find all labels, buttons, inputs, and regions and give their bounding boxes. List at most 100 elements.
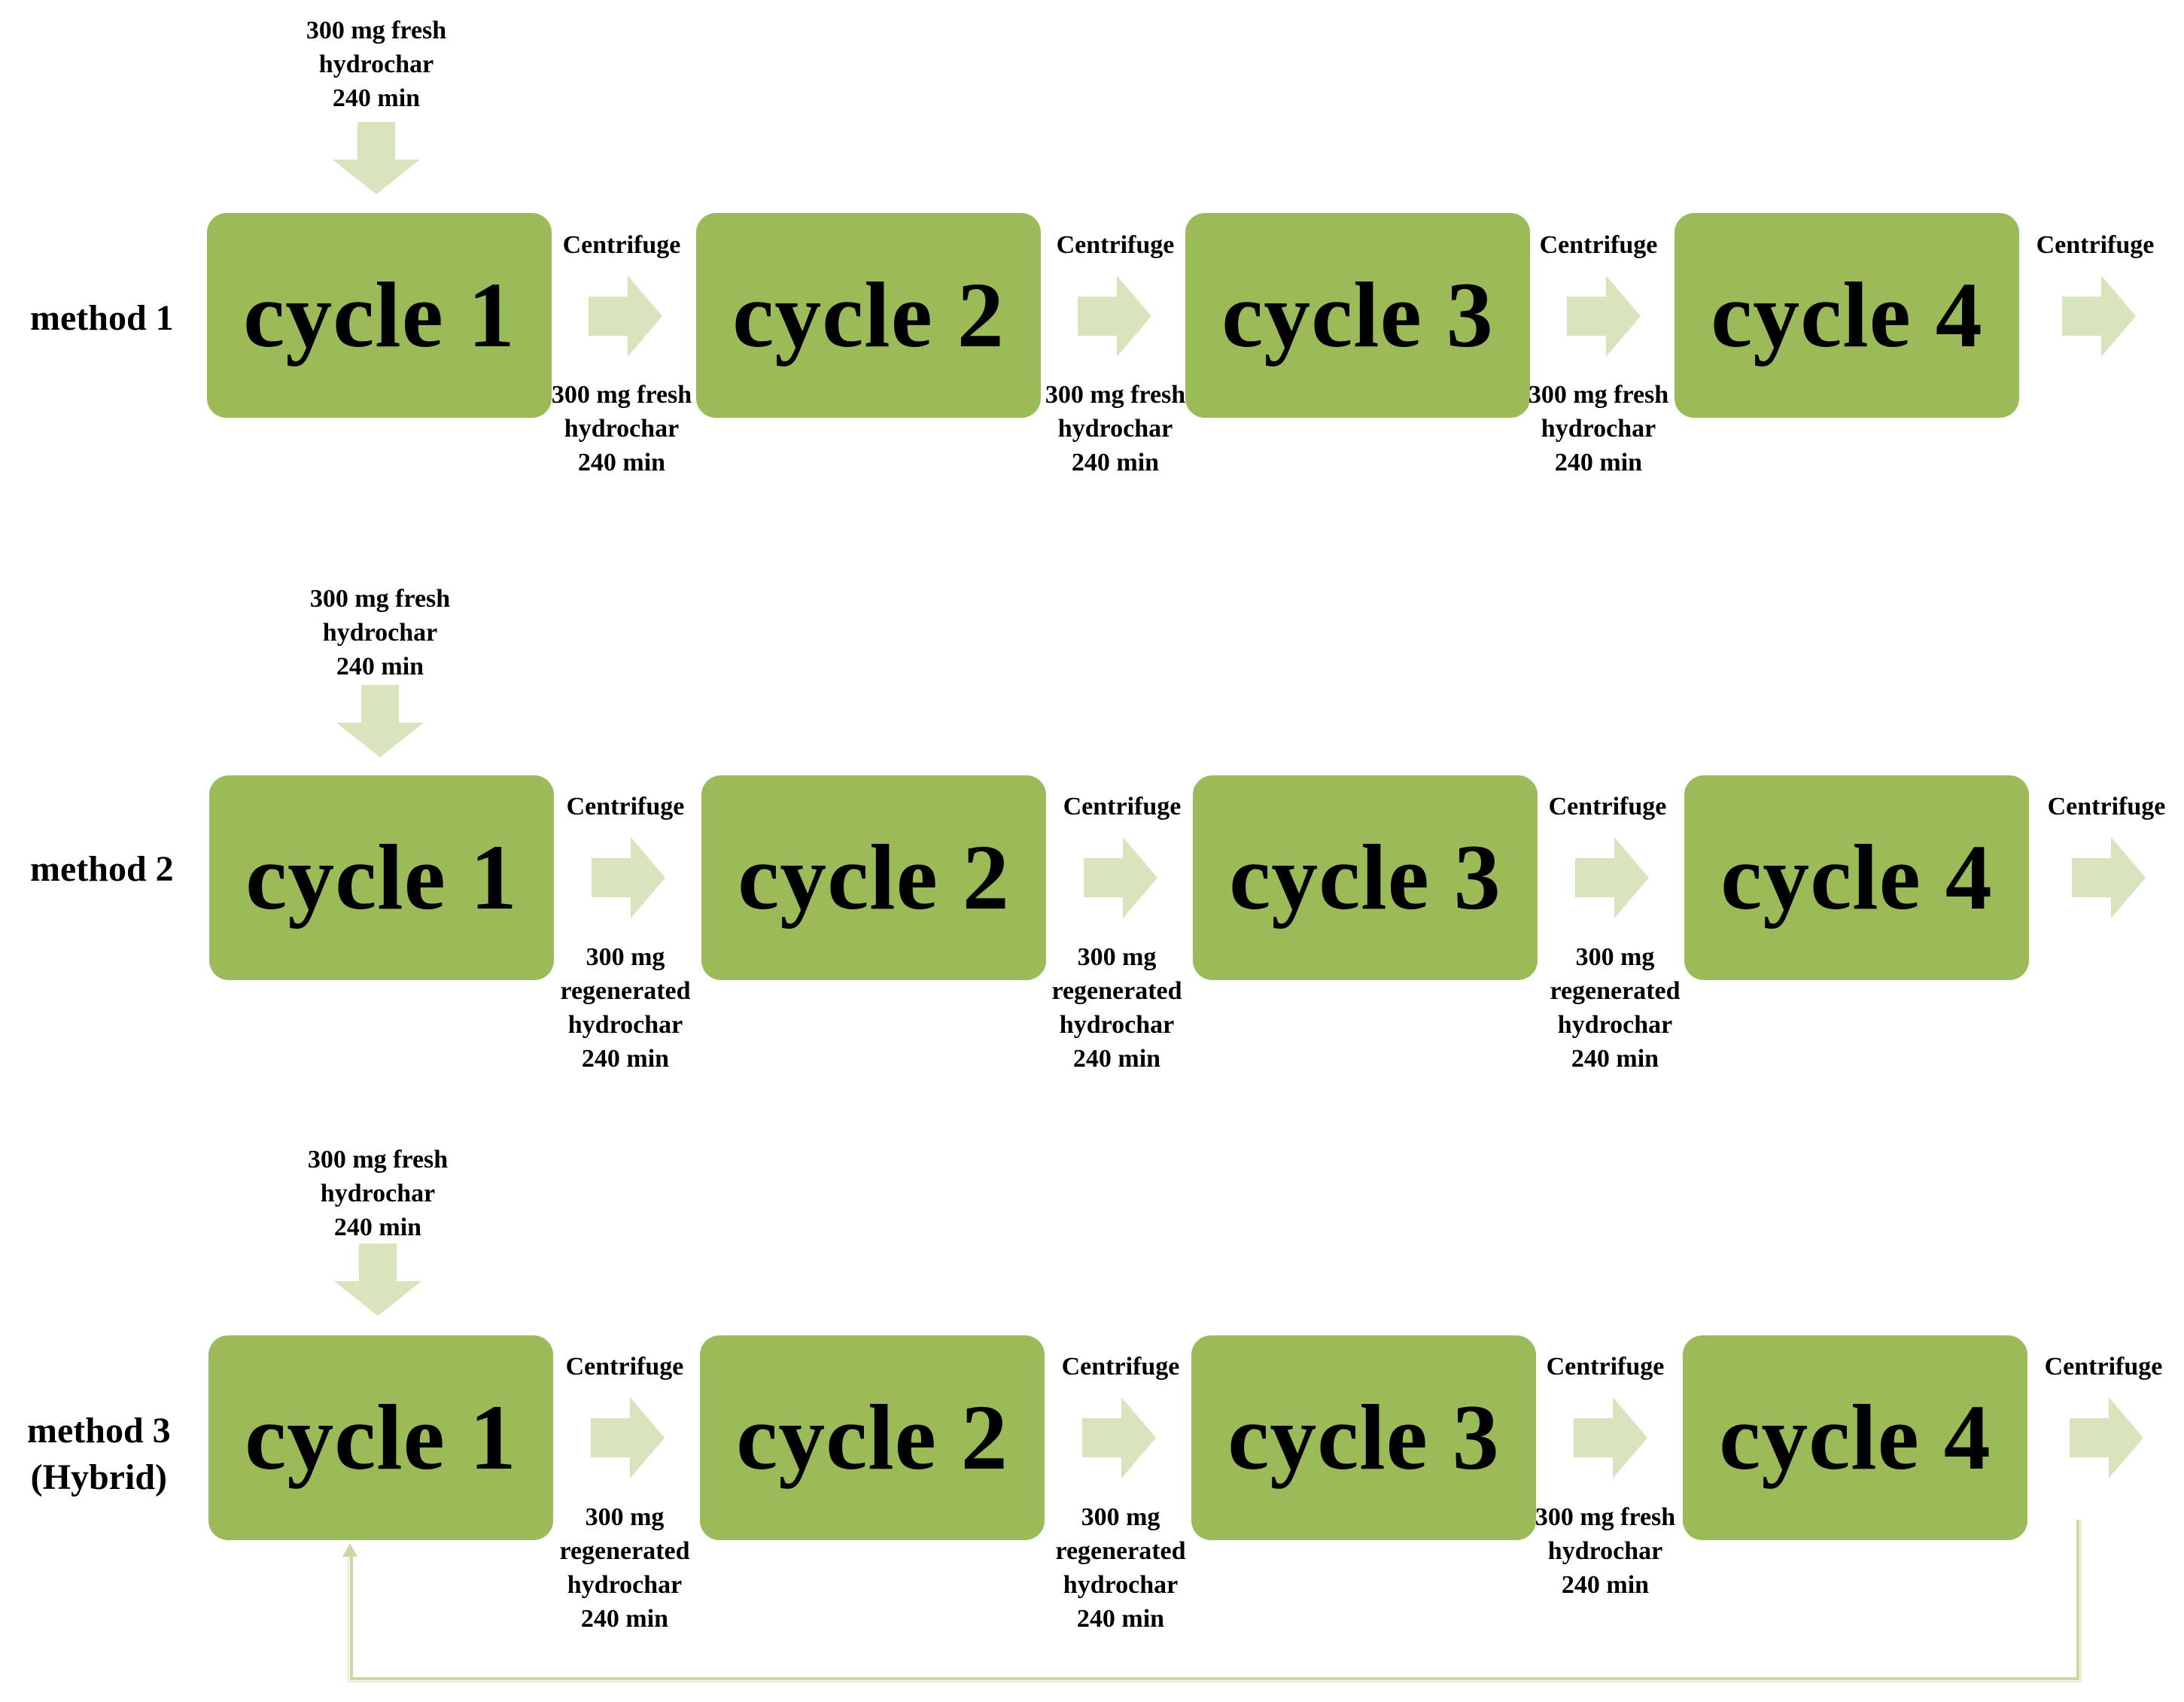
cycle-1-box: cycle 1 bbox=[209, 775, 554, 980]
regenerated-input-label: 300 mg regenerated hydrochar 240 min bbox=[559, 1500, 689, 1636]
input-line: 240 min bbox=[1554, 449, 1643, 476]
fresh-input-label: 300 mg fresh hydrochar 240 min bbox=[1045, 378, 1185, 480]
right-arrow-icon bbox=[2072, 837, 2146, 918]
centrifuge-label: Centrifuge bbox=[1546, 1353, 1665, 1381]
centrifuge-label: Centrifuge bbox=[2044, 1353, 2163, 1381]
input-line: hydrochar bbox=[1547, 1537, 1663, 1565]
down-arrow-icon bbox=[334, 1244, 421, 1316]
cycle-1-box: cycle 1 bbox=[208, 1335, 553, 1540]
cycle-label: cycle 1 bbox=[245, 1386, 517, 1489]
right-arrow-icon bbox=[589, 276, 662, 357]
input-line: hydrochar bbox=[567, 1011, 683, 1039]
centrifuge-label: Centrifuge bbox=[2036, 231, 2155, 259]
cycle-label: cycle 3 bbox=[1221, 263, 1494, 367]
input-line: 300 mg fresh bbox=[1045, 381, 1186, 409]
cycle-label: cycle 3 bbox=[1227, 1386, 1500, 1489]
input-line: 240 min bbox=[580, 1605, 669, 1633]
input-line: regenerated bbox=[560, 977, 691, 1005]
right-arrow-icon bbox=[1084, 837, 1157, 918]
input-line: 240 min bbox=[1561, 1571, 1650, 1599]
input-line: 300 mg bbox=[586, 943, 665, 971]
method-3-label: method 3 (Hybrid) bbox=[27, 1408, 171, 1501]
method-label-text: method 1 bbox=[30, 298, 174, 338]
right-arrow-icon bbox=[591, 1397, 665, 1478]
cycle-3-box: cycle 3 bbox=[1193, 775, 1538, 980]
regenerated-input-label: 300 mg regenerated hydrochar 240 min bbox=[560, 940, 690, 1076]
centrifuge-label: Centrifuge bbox=[1056, 231, 1175, 259]
input-line: 240 min bbox=[1072, 1045, 1161, 1073]
down-arrow-icon bbox=[336, 685, 424, 757]
input-line: 300 mg fresh bbox=[1528, 381, 1669, 409]
cycle-4-box: cycle 4 bbox=[1675, 213, 2019, 418]
input-line: hydrochar bbox=[320, 1180, 436, 1207]
input-line: 240 min bbox=[333, 1213, 422, 1241]
input-line: 240 min bbox=[332, 84, 421, 112]
input-line: 300 mg fresh bbox=[309, 585, 451, 613]
input-line: hydrochar bbox=[567, 1571, 683, 1599]
cycle-4-box: cycle 4 bbox=[1683, 1335, 2027, 1540]
input-line: hydrochar bbox=[564, 415, 680, 443]
method-label-text: method 2 bbox=[30, 849, 174, 889]
input-line: 300 mg bbox=[1081, 1503, 1160, 1531]
initial-input-label: 300 mg fresh hydrochar 240 min bbox=[308, 1143, 448, 1244]
input-line: 240 min bbox=[581, 1045, 670, 1073]
loop-arrowhead-icon bbox=[342, 1543, 357, 1557]
right-arrow-icon bbox=[1567, 276, 1641, 357]
fresh-input-label: 300 mg fresh hydrochar 240 min bbox=[552, 378, 692, 480]
method-label-text: method 3 bbox=[27, 1411, 171, 1451]
input-line: 240 min bbox=[1076, 1605, 1165, 1633]
right-arrow-icon bbox=[592, 837, 665, 918]
input-line: hydrochar bbox=[318, 50, 434, 78]
input-line: 300 mg bbox=[1575, 943, 1655, 971]
input-line: hydrochar bbox=[322, 619, 438, 647]
input-line: hydrochar bbox=[1063, 1571, 1179, 1599]
method-sublabel-text: (Hybrid) bbox=[30, 1457, 167, 1497]
cycle-2-box: cycle 2 bbox=[696, 213, 1041, 418]
input-line: regenerated bbox=[559, 1537, 690, 1565]
cycle-label: cycle 1 bbox=[245, 826, 518, 929]
centrifuge-label: Centrifuge bbox=[565, 1353, 684, 1381]
right-arrow-icon bbox=[2062, 276, 2136, 357]
input-line: regenerated bbox=[1055, 1537, 1186, 1565]
centrifuge-label: Centrifuge bbox=[1548, 793, 1667, 821]
centrifuge-label: Centrifuge bbox=[1063, 793, 1182, 821]
input-line: 300 mg fresh bbox=[307, 1146, 449, 1174]
input-line: 240 min bbox=[1071, 449, 1160, 476]
cycle-3-box: cycle 3 bbox=[1191, 1335, 1536, 1540]
down-arrow-icon bbox=[333, 122, 420, 194]
centrifuge-label: Centrifuge bbox=[566, 793, 685, 821]
right-arrow-icon bbox=[2070, 1397, 2143, 1478]
cycle-4-box: cycle 4 bbox=[1684, 775, 2029, 980]
cycle-2-box: cycle 2 bbox=[700, 1335, 1045, 1540]
input-line: 300 mg fresh bbox=[551, 381, 692, 409]
input-line: 240 min bbox=[336, 653, 424, 680]
input-line: 300 mg fresh bbox=[306, 17, 447, 44]
cycle-2-box: cycle 2 bbox=[701, 775, 1046, 980]
input-line: hydrochar bbox=[1059, 1011, 1175, 1039]
cycle-1-box: cycle 1 bbox=[207, 213, 552, 418]
input-line: 300 mg bbox=[585, 1503, 665, 1531]
cycle-label: cycle 2 bbox=[736, 1386, 1008, 1489]
centrifuge-label: Centrifuge bbox=[1539, 231, 1658, 259]
input-line: hydrochar bbox=[1057, 415, 1173, 443]
right-arrow-icon bbox=[1575, 837, 1649, 918]
input-line: 240 min bbox=[577, 449, 666, 476]
input-line: hydrochar bbox=[1541, 415, 1656, 443]
input-line: regenerated bbox=[1051, 977, 1182, 1005]
regenerated-input-label: 300 mg regenerated hydrochar 240 min bbox=[1550, 940, 1680, 1076]
regenerated-input-label: 300 mg regenerated hydrochar 240 min bbox=[1051, 940, 1182, 1076]
initial-input-label: 300 mg fresh hydrochar 240 min bbox=[310, 582, 450, 684]
initial-input-label: 300 mg fresh hydrochar 240 min bbox=[306, 14, 446, 115]
cycle-3-box: cycle 3 bbox=[1185, 213, 1530, 418]
right-arrow-icon bbox=[1078, 276, 1151, 357]
cycle-label: cycle 4 bbox=[1719, 1386, 1991, 1489]
fresh-input-label: 300 mg fresh hydrochar 240 min bbox=[1528, 378, 1668, 480]
input-line: regenerated bbox=[1550, 977, 1681, 1005]
input-line: hydrochar bbox=[1557, 1011, 1673, 1039]
centrifuge-label: Centrifuge bbox=[562, 231, 681, 259]
cycle-label: cycle 4 bbox=[1711, 263, 1983, 367]
right-arrow-icon bbox=[1574, 1397, 1647, 1478]
cycle-label: cycle 3 bbox=[1229, 826, 1501, 929]
